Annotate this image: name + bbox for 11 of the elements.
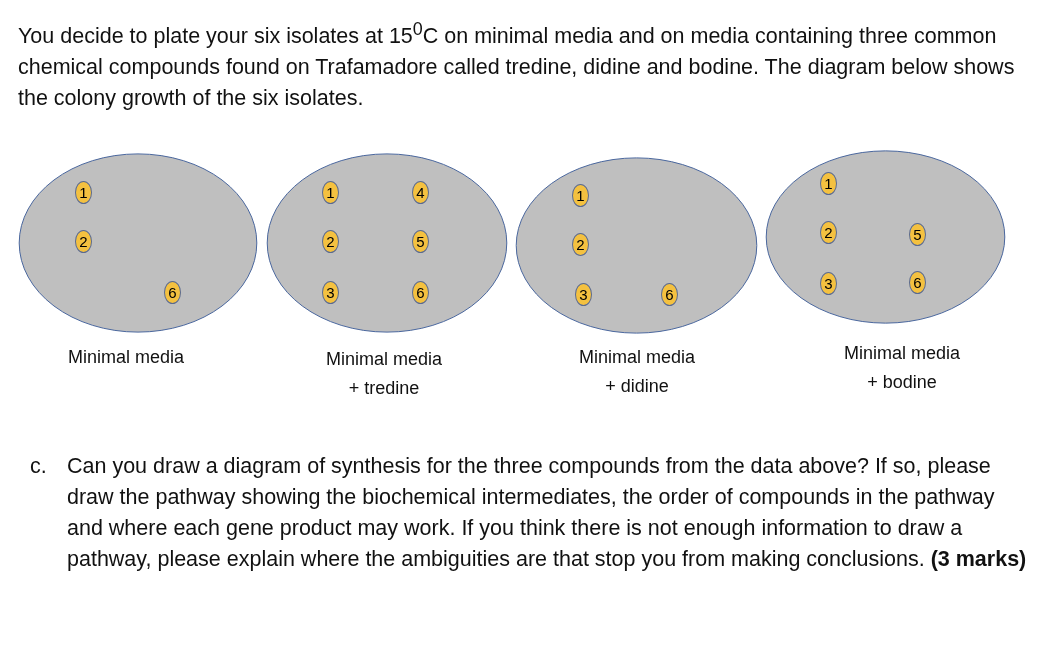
- petri-dish: [515, 157, 758, 334]
- petri-dish: [18, 153, 258, 333]
- petri-dish: [765, 150, 1006, 324]
- intro-paragraph: You decide to plate your six isolates at 15$^{0}$C on minimal media and on media containing three common chemical compounds found on Trafamadore called tredine, didine and bodine. The diagram below shows the colony growth of the six isolates.: [18, 18, 1016, 113]
- question-letter: c.: [30, 453, 48, 480]
- question-text: Can you draw a diagram of synthesis for the three compounds from the data above? If so, please draw the pathway showing the biochemical intermediates, the order of compounds in the pathway and where each gene product may work. If you think there is not enough information to draw a pathway, please explain where the ambiguities are that stop you from making conclusions. (3 marks): [67, 453, 1027, 573]
- media-label: Minimal media + bodine: [842, 342, 961, 394]
- media-label: Minimal media + tredine: [324, 348, 443, 400]
- media-label: Minimal media + didine: [577, 346, 696, 398]
- petri-dish: [266, 153, 508, 333]
- media-label: Minimal media: [66, 346, 185, 369]
